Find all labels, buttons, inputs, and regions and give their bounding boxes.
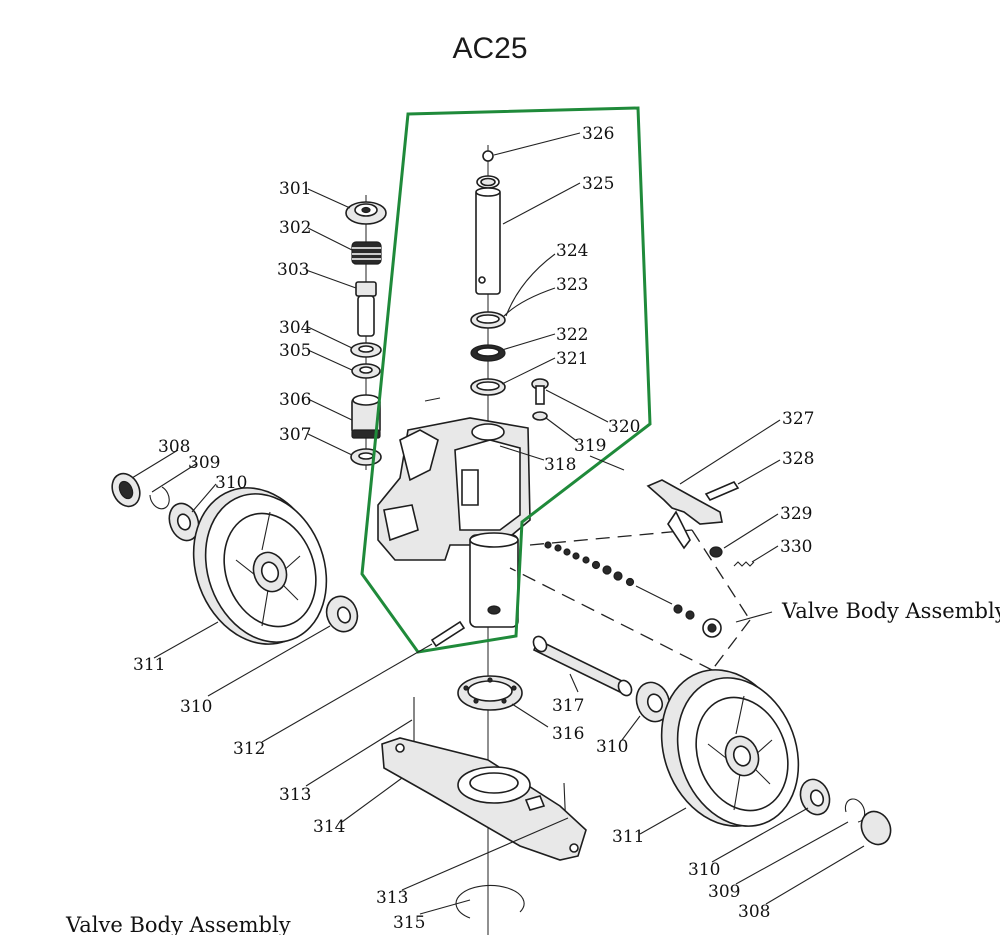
valve-body-dashed-box	[509, 529, 751, 671]
label-316: 316	[552, 724, 584, 744]
label-312: 312	[233, 739, 265, 759]
part-310-bearing-left-inner	[325, 595, 359, 633]
valve-body-assembly-caption-right: Valve Body Assembly	[781, 599, 1000, 623]
label-308-left: 308	[158, 437, 190, 457]
label-309-left: 309	[188, 453, 220, 473]
label-317: 317	[552, 696, 584, 716]
part-303-bolt	[355, 281, 377, 337]
label-328: 328	[782, 449, 814, 469]
part-317-shaft	[532, 635, 633, 697]
part-326-ball	[482, 150, 494, 162]
label-324: 324	[556, 241, 588, 261]
label-325: 325	[582, 174, 614, 194]
valve-body-assembly-caption-bottom: Valve Body Assembly	[65, 913, 291, 935]
part-312-pin	[430, 620, 466, 648]
label-310-right-inner: 310	[596, 737, 628, 757]
valve-body-parts	[544, 541, 722, 638]
label-321: 321	[556, 349, 588, 369]
part-304-washer	[350, 342, 382, 358]
label-306: 306	[279, 390, 311, 410]
label-310-right-outer: 310	[688, 860, 720, 880]
label-319: 319	[574, 436, 606, 456]
page-title: AC25	[452, 32, 528, 65]
part-306-bushing	[351, 394, 381, 439]
part-324-seal	[470, 311, 506, 329]
part-327-lever	[646, 479, 723, 550]
leader-lines	[131, 132, 865, 915]
part-311-wheel-left	[192, 487, 328, 645]
part-316-thrust-bearing	[457, 675, 523, 711]
label-302: 302	[279, 218, 311, 238]
part-308-hub-cap-right	[860, 810, 892, 846]
part-320-screw	[531, 378, 549, 421]
label-314: 314	[313, 817, 345, 837]
label-305: 305	[279, 341, 311, 361]
highlight-outline	[360, 106, 652, 654]
part-325-piston	[475, 175, 501, 295]
part-309-circlip-left	[149, 486, 170, 510]
part-308-hub-cap-left	[111, 472, 141, 508]
label-309-right: 309	[708, 882, 740, 902]
label-320: 320	[608, 417, 640, 437]
part-318-pump-body	[377, 417, 531, 628]
label-313-top: 313	[279, 785, 311, 805]
part-309-circlip-right	[844, 798, 866, 823]
label-311-left: 311	[133, 655, 165, 675]
part-301-bearing-cap	[345, 201, 387, 225]
label-311-right: 311	[612, 827, 644, 847]
label-318: 318	[544, 455, 576, 475]
part-314-fork-base	[381, 737, 587, 861]
label-310-left-inner: 310	[180, 697, 212, 717]
label-303: 303	[277, 260, 309, 280]
part-321-pin	[424, 397, 441, 402]
label-329: 329	[780, 504, 812, 524]
label-310-left-outer: 310	[215, 473, 247, 493]
part-315-circlip	[455, 884, 525, 919]
part-310-bearing-left-outer	[168, 502, 200, 542]
label-304: 304	[279, 318, 311, 338]
label-322: 322	[556, 325, 588, 345]
label-307: 307	[279, 425, 311, 445]
label-326: 326	[582, 124, 614, 144]
part-330-spring	[733, 561, 755, 567]
label-330: 330	[780, 537, 812, 557]
label-327: 327	[782, 409, 814, 429]
label-301: 301	[279, 179, 311, 199]
part-310-bearing-right-inner	[635, 681, 671, 723]
label-308-right: 308	[738, 902, 770, 922]
part-310-bearing-right-outer	[799, 778, 831, 816]
label-313-bottom: 313	[376, 888, 408, 908]
part-322-seal	[470, 378, 506, 396]
label-315: 315	[393, 913, 425, 933]
part-323-seal	[470, 344, 506, 362]
part-328-pin	[704, 481, 740, 501]
part-311-wheel-right	[660, 669, 800, 827]
label-323: 323	[556, 275, 588, 295]
part-305-washer	[351, 363, 381, 379]
part-307-washer	[350, 448, 382, 466]
part-329-washer	[709, 546, 723, 558]
part-302-spring	[351, 241, 382, 265]
